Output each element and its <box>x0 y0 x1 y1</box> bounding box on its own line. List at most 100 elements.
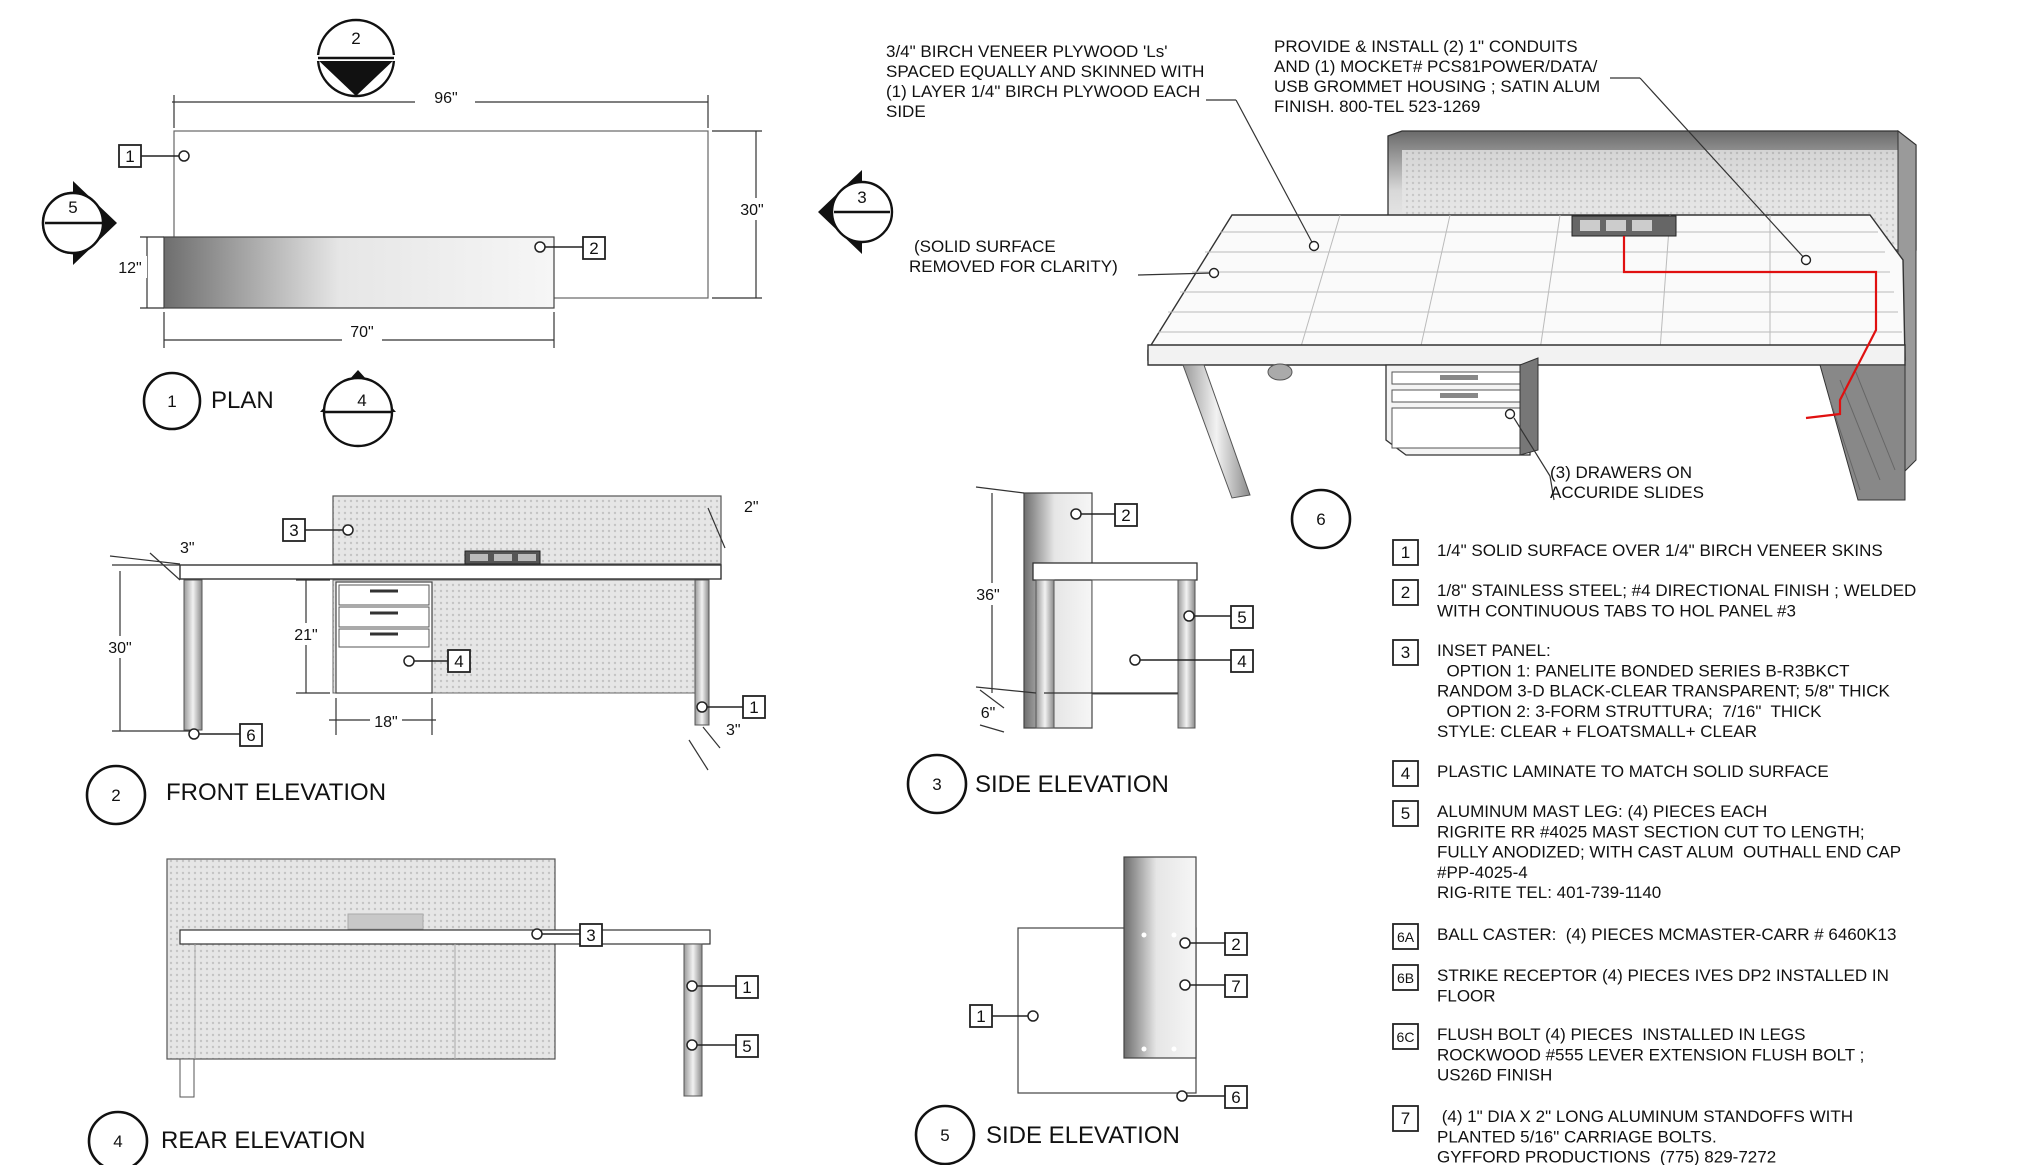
legend-tag: 1 <box>1401 543 1410 562</box>
svg-text:6: 6 <box>1231 1088 1240 1107</box>
svg-text:2: 2 <box>351 29 360 48</box>
front-dim-21: 21" <box>294 627 317 644</box>
front-dim-2: 2" <box>744 499 759 516</box>
svg-text:1: 1 <box>742 978 751 997</box>
legend-tag-box <box>1392 539 1419 566</box>
front-title: FRONT ELEVATION <box>166 779 386 806</box>
legend-tag-box <box>1392 923 1419 950</box>
side3-dim-36: 36" <box>976 587 999 604</box>
isometric-view: 3/4" BIRCH VENEER PLYWOOD 'Ls' SPACED EQ… <box>886 37 1917 550</box>
side5-tag-7 <box>1224 974 1248 998</box>
legend-description: BALL CASTER: (4) PIECES MCMASTER-CARR # … <box>1437 925 1896 944</box>
iso-title-circle <box>1290 488 1352 550</box>
rear-tag-5 <box>735 1034 759 1058</box>
svg-text:2: 2 <box>1121 506 1130 525</box>
side5-title: SIDE ELEVATION <box>986 1122 1180 1149</box>
iso-note-drawers: (3) DRAWERS ON ACCURIDE SLIDES <box>1550 463 1704 502</box>
side5-tag-2 <box>1224 932 1248 956</box>
rear-title-circle <box>87 1110 149 1165</box>
rear-solid-top <box>179 929 711 945</box>
front-tag-1 <box>742 695 766 719</box>
side3-tag-5 <box>1230 605 1254 629</box>
plan-view: 96" 30" 12" 70" 1 2 2 <box>41 18 894 448</box>
legend-tag: 6A <box>1397 929 1415 945</box>
plan-dim-width: 96" <box>434 90 457 107</box>
legend-item: 6A BALL CASTER: (4) PIECES MCMASTER-CARR … <box>1392 923 1896 950</box>
plan-title-number: 1 <box>167 392 176 411</box>
front-leg-right <box>694 579 710 726</box>
plan-dim-depth: 30" <box>740 202 763 219</box>
rear-elevation: 3 1 5 4 REAR ELEVATION <box>87 858 759 1165</box>
plan-tag-2 <box>582 236 606 260</box>
side3-panel <box>1023 492 1093 729</box>
section-marker-3: 3 <box>818 170 894 254</box>
svg-text:5: 5 <box>68 198 77 217</box>
svg-text:3: 3 <box>586 926 595 945</box>
rear-leg-left <box>179 1058 195 1098</box>
svg-text:4: 4 <box>113 1132 122 1151</box>
side3-title-circle <box>906 753 968 815</box>
legend-item: 7 (4) 1" DIA X 2" LONG ALUMINUM STANDOFF… <box>1392 1105 1853 1165</box>
front-solid-top <box>179 564 722 580</box>
side-elevation-3: 36" 6" 2 5 4 3 SIDE ELEVATION <box>906 486 1254 815</box>
rear-title: REAR ELEVATION <box>161 1127 366 1154</box>
legend-tag: 3 <box>1401 643 1410 662</box>
legend-description: (4) 1" DIA X 2" LONG ALUMINUM STANDOFFS … <box>1437 1107 1853 1165</box>
rear-tag-1 <box>735 975 759 999</box>
svg-text:4: 4 <box>454 652 463 671</box>
svg-text:5: 5 <box>940 1126 949 1145</box>
side5-title-circle <box>914 1104 976 1165</box>
legend-tag: 7 <box>1401 1109 1410 1128</box>
plan-tag-2-label: 2 <box>589 239 598 258</box>
legend-description: 1/8" STAINLESS STEEL; #4 DIRECTIONAL FIN… <box>1437 581 1916 620</box>
section-marker-4: 4 <box>320 370 396 448</box>
svg-text:5: 5 <box>742 1037 751 1056</box>
svg-text:2: 2 <box>111 786 120 805</box>
front-dim-3a: 3" <box>180 540 195 557</box>
legend-tag-box <box>1392 579 1419 606</box>
legend-item: 6C FLUSH BOLT (4) PIECES INSTALLED IN LEG… <box>1392 1023 1864 1085</box>
legend-tag-box <box>1392 964 1419 991</box>
svg-text:7: 7 <box>1231 977 1240 996</box>
side3-dim-6: 6" <box>981 705 996 722</box>
front-dim-18: 18" <box>374 714 397 731</box>
section-marker-2: 2 <box>314 18 398 98</box>
legend-tag: 6B <box>1397 970 1414 986</box>
legend-tag: 5 <box>1401 804 1410 823</box>
plan-title: PLAN <box>211 387 274 414</box>
side3-top <box>1032 562 1198 581</box>
legend-description: PLASTIC LAMINATE TO MATCH SOLID SURFACE <box>1437 762 1829 781</box>
front-tag-6 <box>239 723 263 747</box>
material-legend: 1 1/4" SOLID SURFACE OVER 1/4" BIRCH VENE… <box>1392 539 1916 1165</box>
plan-dim-top-depth: 12" <box>118 260 141 277</box>
side5-tag-6 <box>1224 1085 1248 1109</box>
plan-tag-1-label: 1 <box>125 147 134 166</box>
svg-text:3: 3 <box>932 775 941 794</box>
legend-tag: 6C <box>1397 1029 1415 1045</box>
svg-text:1: 1 <box>749 698 758 717</box>
svg-text:3: 3 <box>857 188 866 207</box>
iso-conduit-line <box>1622 236 1878 420</box>
front-leg-left <box>183 579 203 731</box>
svg-text:4: 4 <box>1237 652 1246 671</box>
legend-description: 1/4" SOLID SURFACE OVER 1/4" BIRCH VENEE… <box>1437 541 1883 560</box>
front-title-circle <box>85 764 147 826</box>
plan-steel-top <box>163 236 555 309</box>
legend-tag-box <box>1392 1105 1419 1132</box>
iso-note-surface: (SOLID SURFACE REMOVED FOR CLARITY) <box>909 237 1118 276</box>
plan-title-circle <box>142 371 202 431</box>
side3-leg-left <box>1035 579 1055 729</box>
front-elevation: 30" 3" 2" 21" 18" 3" 3 4 6 1 2 FRONT ELE… <box>85 495 766 826</box>
rear-leg-right <box>683 943 703 1097</box>
svg-text:5: 5 <box>1237 608 1246 627</box>
front-dim-3b: 3" <box>726 722 741 739</box>
legend-tag-box <box>1392 760 1419 787</box>
side-elevation-5: 1 2 7 6 5 SIDE ELEVATION <box>914 856 1248 1165</box>
